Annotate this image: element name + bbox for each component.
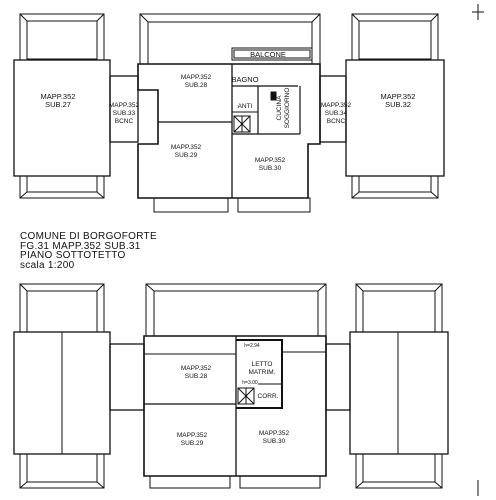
caption-foglio: FG.31 MAPP.352 SUB.31: [20, 240, 141, 252]
top-unit-sub34-sub: SUB.34: [325, 110, 348, 117]
plan-caption: COMUNE DI BORGOFORTE FG.31 MAPP.352 SUB.…: [20, 232, 157, 270]
caption-piano: PIANO SOTTOTETTO: [20, 250, 126, 261]
top-unit-sub33-sub: SUB.33: [113, 110, 136, 117]
room-cucina: CUCINA: [276, 95, 283, 121]
height-corr: h=3.00: [242, 380, 258, 386]
top-unit-sub33-mapp: MAPP.352: [109, 102, 140, 109]
top-unit-sub33-extra: BCNC: [115, 118, 134, 125]
top-unit-sub30-mapp: MAPP.352: [255, 157, 286, 164]
bottom-unit-sub28-mapp: MAPP.352: [181, 365, 212, 372]
caption-scala: scala 1:200: [20, 259, 75, 271]
top-unit-sub32-sub: SUB.32: [385, 100, 411, 109]
top-unit-sub29-mapp: MAPP.352: [171, 144, 202, 151]
bottom-unit-sub29-mapp: MAPP.352: [177, 432, 208, 439]
top-unit-sub27-sub: SUB.27: [45, 100, 71, 109]
top-unit-sub34-mapp: MAPP.352: [321, 102, 352, 109]
room-letto: LETTO: [252, 361, 273, 368]
bottom-unit-sub30-mapp: MAPP.352: [259, 430, 290, 437]
room-corr: CORR.: [258, 393, 279, 400]
room-matrim: MATRIM.: [249, 369, 276, 376]
top-unit-sub30-sub: SUB.30: [259, 165, 282, 172]
top-unit-sub27-mapp: MAPP.352: [41, 92, 76, 101]
bottom-unit-sub30-sub: SUB.30: [263, 438, 286, 445]
room-balcone: BALCONE: [250, 50, 286, 59]
top-unit-sub34-extra: BCNC: [327, 118, 346, 125]
top-unit-sub32-mapp: MAPP.352: [381, 92, 416, 101]
top-unit-sub28-sub: SUB.28: [185, 82, 208, 89]
caption-comune: COMUNE DI BORGOFORTE: [20, 231, 157, 242]
room-anti: ANTI: [238, 103, 253, 110]
room-soggiorno: SOGGIORNO: [284, 88, 291, 129]
top-unit-sub28-mapp: MAPP.352: [181, 74, 212, 81]
height-letto: h=2.94: [244, 343, 260, 349]
bottom-unit-sub28-sub: SUB.28: [185, 373, 208, 380]
bottom-unit-sub29-sub: SUB.29: [181, 440, 204, 447]
room-bagno: BAGNO: [231, 75, 258, 84]
top-unit-sub29-sub: SUB.29: [175, 152, 198, 159]
